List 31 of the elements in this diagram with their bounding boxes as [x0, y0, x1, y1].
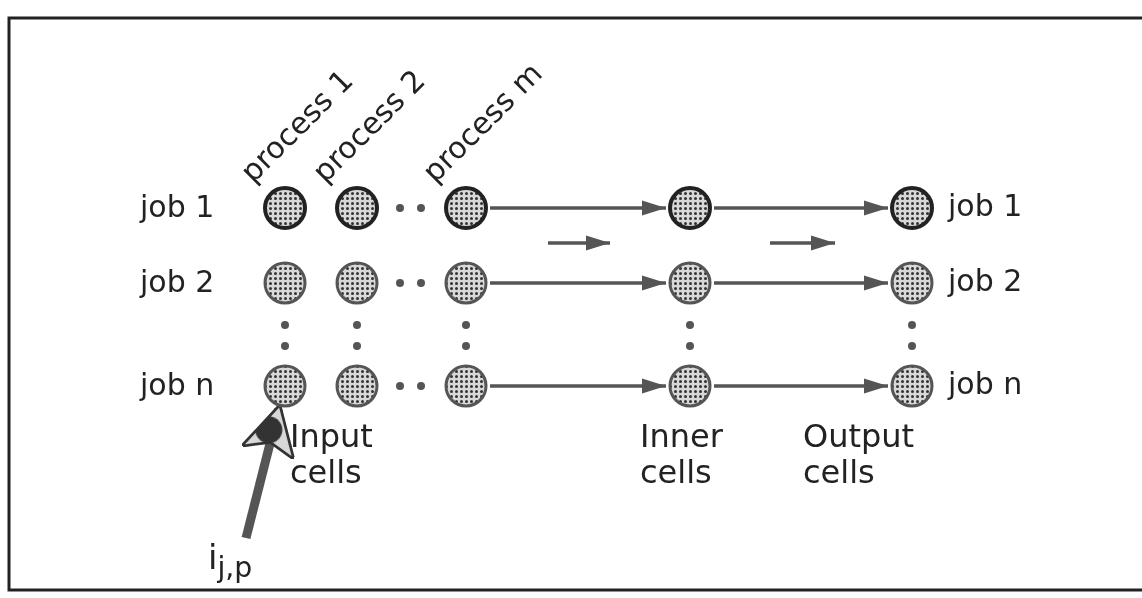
layer-label: Inner cells: [640, 418, 724, 490]
arrow: [714, 378, 888, 394]
cell-circle: [335, 261, 379, 305]
cell-circle: [444, 261, 488, 305]
cell-circle: [890, 261, 934, 305]
row-label: job 1: [948, 189, 1023, 223]
arrow: [490, 275, 666, 291]
cell-circle: [668, 186, 712, 230]
row-label: job 2: [140, 265, 215, 299]
cell-circle: [668, 261, 712, 305]
cell-circle: [263, 364, 307, 408]
cell-circle: [335, 364, 379, 408]
row-label: job 2: [948, 264, 1023, 298]
row-label: job n: [140, 368, 215, 402]
layer-label: Output cells: [803, 418, 916, 490]
cell-circle: [444, 364, 488, 408]
cell-circle: [668, 364, 712, 408]
arrow: [714, 275, 888, 291]
arrow: [490, 378, 666, 394]
cell-circle: [890, 364, 934, 408]
cell-circle: [263, 261, 307, 305]
input-symbol: i$_{j,p}$: [208, 540, 253, 585]
layer-label: Input cells: [290, 418, 374, 490]
cell-circle: [335, 186, 379, 230]
arrow: [490, 200, 666, 216]
cell-circle: [890, 186, 934, 230]
cell-circle: [263, 186, 307, 230]
row-label: job 1: [140, 190, 215, 224]
arrow: [714, 200, 888, 216]
cell-circle: [444, 186, 488, 230]
row-label: job n: [948, 367, 1023, 401]
